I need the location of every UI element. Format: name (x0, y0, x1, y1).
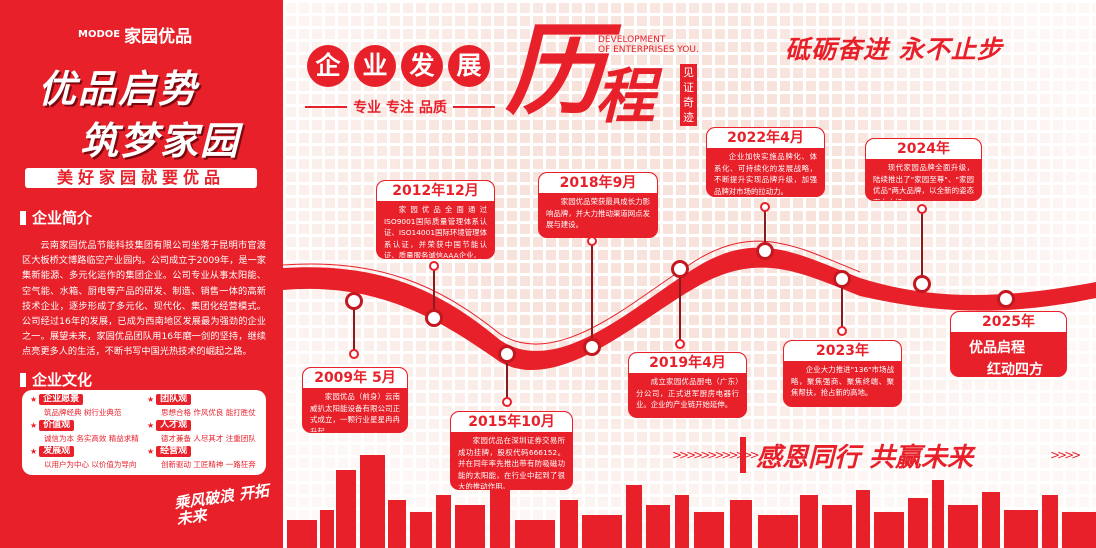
card-line: 优品启程 (969, 340, 1025, 356)
timeline-node (833, 270, 851, 288)
culture-heading: 企业文化 (20, 369, 92, 390)
culture-label: 人才观 (156, 420, 192, 431)
culture-item: ★价值观诚信为本 务实高效 精益求精 (30, 420, 141, 446)
english-line: OF ENTERPRISES YOU. (598, 45, 699, 55)
culture-text: 筑品牌经典 树行业典范 (44, 408, 122, 417)
timeline-card-2019: 2019年4月成立家园优品厨电（广东）分公司，正式进军厨房电器行业。企业的产业链… (628, 352, 747, 418)
card-text: 家园优品全面通过ISO9001国际质量管理体系认证、ISO14001国际环境管理… (384, 205, 487, 259)
card-date: 2012年12月 (377, 181, 494, 201)
card-date: 2022年4月 (707, 128, 824, 148)
card-date: 2015年10月 (451, 412, 572, 432)
timeline-node (498, 345, 516, 363)
timeline-node (913, 275, 931, 293)
title-char: 展 (448, 45, 490, 87)
timeline-node (345, 292, 363, 310)
slogan-line1: 优品启势 (38, 66, 199, 111)
culture-item: ★经营观创新驱动 工匠精神 一路狂奔 (147, 446, 258, 472)
timeline-wave (283, 247, 1096, 371)
arrow-decoration: >>>> (1050, 448, 1081, 462)
footer-motto-text: 感恩同行 共赢未来 (756, 442, 974, 473)
card-date: 2023年 (784, 341, 901, 361)
subtitle-text: 专业 专注 品质 (353, 100, 447, 116)
timeline-node (756, 242, 774, 260)
card-text: 家园优品在深圳证券交易所成功挂牌，股权代码666152。并在同年率先推出带有防吸… (458, 436, 565, 490)
intro-text: 云南家园优品节能科技集团有限公司坐落于昆明市官渡区大板桥文博路临空产业园内。公司… (22, 240, 266, 358)
intro-heading: 企业简介 (20, 207, 92, 228)
timeline-card-2025: 2025年优品启程红动四方 (950, 311, 1067, 377)
culture-item: ★人才观德才兼备 人尽其才 注重团队 (147, 420, 258, 446)
card-text: 现代家园品牌全面升级，陆续推出了"家园至尊"、"家园优品"两大品牌，以全新的姿态… (873, 163, 974, 200)
culture-box: ★企业愿景筑品牌经典 树行业典范 ★团队观思想合格 作风优良 能打胜仗 ★价值观… (22, 390, 266, 475)
card-line: 红动四方 (987, 362, 1043, 377)
logo-mark: MODOE (78, 29, 121, 40)
slogan-line2: 筑梦家园 (80, 118, 241, 163)
culture-text: 德才兼备 人尽其才 注重团队 (161, 434, 256, 443)
arrow-decoration: >>>>>>>>>>>> (672, 448, 760, 462)
timeline-card-2015: 2015年10月家园优品在深圳证券交易所成功挂牌，股权代码666152。并在同年… (450, 411, 573, 490)
tagline: 美好家园就要优品 (25, 168, 257, 188)
timeline-node (671, 260, 689, 278)
english-line: DEVELOPMENT (598, 35, 666, 45)
card-date: 2019年4月 (629, 353, 746, 373)
city-skyline (287, 455, 1096, 548)
subtitle: 专业 专注 品质 (305, 97, 495, 117)
timeline-card-2018: 2018年9月家园优品荣获最具成长力影响品牌，并大力推动渠道网点发展与建设。 (538, 172, 658, 238)
footer-motto: 感恩同行 共赢未来 (740, 435, 1076, 475)
timeline-card-2023: 2023年企业大力推进"136"市场战略，聚焦强商、聚焦终端、聚焦帮扶，抢占新的… (783, 340, 902, 407)
culture-item: ★企业愿景筑品牌经典 树行业典范 (30, 394, 141, 420)
card-text: 家园优品（前身）云南威扒太阳能设备有限公司正式成立，一颗行业星星冉冉升起。 (310, 392, 400, 433)
card-text: 家园优品荣获最具成长力影响品牌，并大力推动渠道网点发展与建设。 (546, 197, 650, 229)
brand-logo: MODOE 家园优品 (78, 22, 192, 47)
top-motto: 砥砺奋进 永不止步 (785, 35, 1003, 64)
culture-label: 发展观 (39, 446, 75, 457)
title-char: 业 (354, 45, 396, 87)
timeline-card-2024: 2024年现代家园品牌全面升级，陆续推出了"家园至尊"、"家园优品"两大品牌，以… (865, 138, 982, 201)
culture-text: 诚信为本 务实高效 精益求精 (44, 434, 139, 443)
timeline-node (997, 290, 1015, 308)
left-panel: MODOE 家园优品 优品启势 筑梦家园 美好家园就要优品 企业简介 云南家园优… (0, 0, 283, 548)
title-char: 发 (401, 45, 443, 87)
vertical-tag: 见证奇迹 (680, 64, 697, 126)
card-date: 2009年 5月 (303, 368, 407, 388)
culture-heading-text: 企业文化 (32, 371, 93, 389)
timeline-node (425, 309, 443, 327)
culture-item: ★发展观以用户为中心 以价值为导向 (30, 446, 141, 472)
intro-heading-text: 企业简介 (32, 209, 93, 227)
timeline-card-2009: 2009年 5月家园优品（前身）云南威扒太阳能设备有限公司正式成立，一颗行业星星… (302, 367, 408, 433)
card-text: 企业加快实施品牌化、体系化、可持续化的发展战略，不断提升实现品牌升级，加强品牌对… (714, 152, 817, 196)
card-date: 2024年 (866, 139, 981, 159)
timeline-node (583, 338, 601, 356)
card-text: 成立家园优品厨电（广东）分公司，正式进军厨房电器行业。企业的产业链开始延伸。 (636, 377, 739, 409)
culture-text: 以用户为中心 以价值为导向 (44, 460, 137, 469)
brand-name: 家园优品 (124, 27, 193, 47)
card-date: 2018年9月 (539, 173, 657, 193)
timeline-card-2022: 2022年4月企业加快实施品牌化、体系化、可持续化的发展战略，不断提升实现品牌升… (706, 127, 825, 197)
card-text: 企业大力推进"136"市场战略，聚焦强商、聚焦终端、聚焦帮扶，抢占新的高地。 (791, 365, 894, 397)
timeline-card-2012: 2012年12月家园优品全面通过ISO9001国际质量管理体系认证、ISO140… (376, 180, 495, 259)
culture-text: 思想合格 作风优良 能打胜仗 (161, 408, 256, 417)
culture-label: 价值观 (39, 420, 75, 431)
big-title-char: 程 (595, 62, 655, 132)
culture-label: 团队观 (156, 394, 192, 405)
culture-label: 企业愿景 (39, 394, 84, 405)
big-title-char: 历 (505, 11, 605, 129)
culture-label: 经营观 (156, 446, 192, 457)
title-char: 企 (307, 45, 349, 87)
card-date: 2025年 (951, 312, 1066, 332)
culture-item: ★团队观思想合格 作风优良 能打胜仗 (147, 394, 258, 420)
culture-text: 创新驱动 工匠精神 一路狂奔 (161, 460, 256, 469)
